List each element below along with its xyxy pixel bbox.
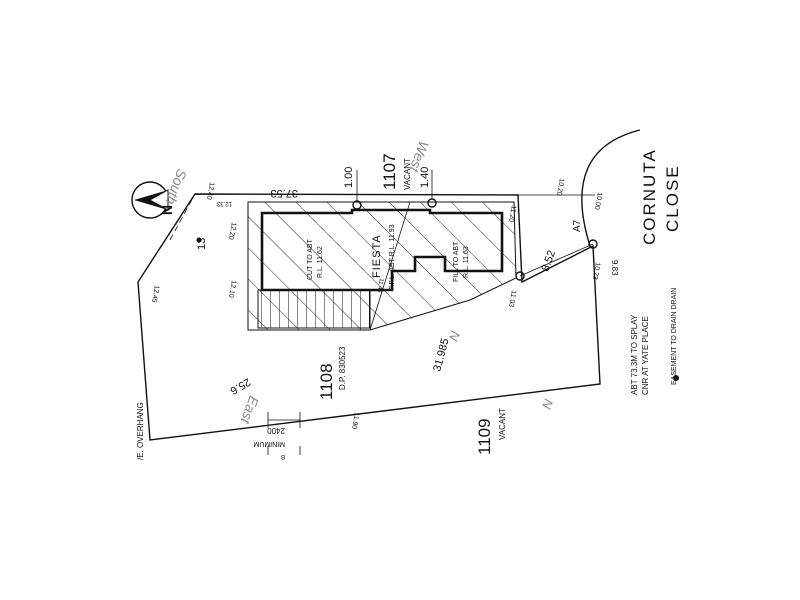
dim-top: 37.53 — [270, 187, 298, 199]
level-10-00: 10.00 — [593, 192, 603, 211]
level-12-45: 12.45 — [150, 285, 160, 304]
easement-bullet — [673, 375, 679, 381]
level-12-10: 12.10 — [227, 280, 237, 299]
house-name: FIESTA — [371, 234, 383, 278]
level-11-90: 11.90 — [350, 412, 360, 430]
ffl-note: F.F.L. ABT R.L. 11.93 — [389, 224, 396, 290]
lot-1108-number: 1108 — [317, 363, 336, 400]
left-bullet — [196, 237, 202, 243]
house-outline — [260, 208, 504, 292]
pencil-east: East — [237, 394, 262, 427]
street-type: CLOSE — [663, 164, 682, 232]
pencil-south: South — [163, 167, 191, 207]
lot-boundary — [137, 193, 601, 441]
level-11-46: 11.46 — [375, 278, 384, 294]
level-12-40: 12.40 — [205, 182, 215, 201]
lot-1107-status: VACANT — [403, 158, 412, 190]
minimum-label: MINIMUM — [253, 440, 285, 447]
level-10-23: 10.23 — [591, 262, 601, 281]
dim-8-52-line — [519, 243, 594, 277]
carport-hatch — [257, 289, 371, 329]
lot-1109-status: VACANT — [498, 408, 507, 440]
note-b-label: B — [281, 453, 285, 459]
level-11-20: 11.20 — [507, 205, 517, 223]
pencil-n-2: N — [539, 397, 557, 412]
survey-point-4 — [588, 239, 598, 249]
dim-setback-2: 1.40 — [419, 167, 431, 188]
dim-25-6: 25.6 — [228, 375, 253, 396]
lot-1107-number: 1107 — [380, 153, 399, 190]
survey-point-3 — [515, 271, 525, 281]
dim-setback-1: 1.00 — [343, 167, 355, 188]
dim-9-83: 9.83 — [610, 260, 619, 276]
easement-note-3: EASEMENT TO DRAIN DRAIN — [671, 288, 678, 385]
north-arrow: N — [131, 181, 175, 219]
lot-1108-dp: D.P. 830523 — [338, 346, 347, 390]
easement-note-2: CNR AT YATE PLACE — [641, 316, 650, 395]
street-name: CORNUTA — [640, 148, 659, 245]
lot-1109-number: 1109 — [475, 418, 494, 455]
minimum-marker — [267, 412, 301, 455]
level-12-33: 12.33 — [216, 200, 232, 206]
cut-note-2: R.L. 11.62 — [317, 246, 324, 278]
dim-2400-label: 2400 — [267, 426, 285, 435]
overhang-note: /E. OVERHANG — [136, 402, 145, 460]
fill-note-1: FILL TO ABT — [453, 241, 460, 282]
cut-note-1: CUT TO ABT — [307, 238, 314, 280]
north-label: N — [159, 205, 175, 215]
fill-note-2: R.L. 11.63 — [463, 246, 470, 278]
dim-a7: A7 — [572, 219, 583, 232]
dim-31-985: 31.985 — [431, 337, 451, 373]
level-12-20: 12.20 — [227, 222, 237, 241]
side-dashed-line — [169, 193, 196, 241]
level-11-03: 11.03 — [507, 290, 517, 308]
level-10-20: 10.20 — [555, 178, 565, 197]
diagonal-divider — [369, 201, 411, 331]
easement-note-1: ABT 73.3M TO SPLAY — [630, 314, 639, 395]
cornuta-close-arc — [581, 129, 641, 247]
